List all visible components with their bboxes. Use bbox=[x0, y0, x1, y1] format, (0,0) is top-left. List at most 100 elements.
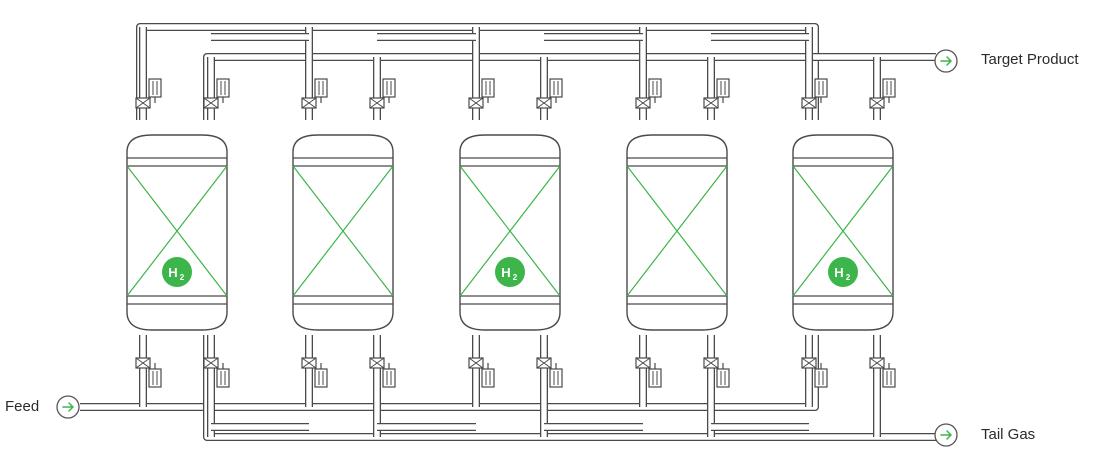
target-product-arrow-icon bbox=[934, 49, 958, 73]
valve-mark-b bbox=[369, 357, 385, 369]
valve-mark-b bbox=[203, 97, 219, 109]
bottom-header-feed-inner bbox=[80, 335, 818, 410]
h2-badge-circle bbox=[828, 257, 858, 287]
feed-label: Feed bbox=[5, 398, 40, 415]
packing-cross-b bbox=[459, 165, 561, 297]
valve-bottom-b-5 bbox=[869, 357, 896, 388]
valve-mark-b bbox=[536, 357, 552, 369]
valve-mark-b bbox=[369, 97, 385, 109]
valve-mark-b bbox=[869, 97, 885, 109]
valves bbox=[135, 78, 896, 388]
valve-actuator bbox=[148, 368, 162, 388]
packing-cross-b bbox=[126, 165, 228, 297]
valve-mark-b bbox=[468, 357, 484, 369]
valve-mark-b bbox=[301, 357, 317, 369]
target-product-label: Target Product bbox=[981, 51, 1079, 68]
valve-bottom-a-4 bbox=[635, 357, 662, 388]
valve-mark-b bbox=[801, 97, 817, 109]
valve-actuator bbox=[216, 368, 230, 388]
valve-mark-b bbox=[703, 97, 719, 109]
valve-bottom-b-2 bbox=[369, 357, 396, 388]
valve-bottom-a-1 bbox=[135, 357, 162, 388]
valve-bottom-a-3 bbox=[468, 357, 495, 388]
vessel-shell bbox=[626, 134, 728, 331]
feed-arrow-icon bbox=[56, 395, 80, 419]
valve-mark-b bbox=[135, 97, 151, 109]
h2-badge-subscript: 2 bbox=[180, 273, 185, 282]
valve-actuator bbox=[814, 368, 828, 388]
valve-actuator bbox=[882, 78, 896, 98]
valve-mark-b bbox=[869, 357, 885, 369]
valve-top-b-2 bbox=[369, 78, 396, 109]
valve-top-b-4 bbox=[703, 78, 730, 109]
packing-cross-b bbox=[792, 165, 894, 297]
valve-actuator bbox=[382, 78, 396, 98]
tail-gas-arrow-icon bbox=[934, 423, 958, 447]
tail-gas-label: Tail Gas bbox=[981, 426, 1036, 443]
h2-badge-text: H bbox=[168, 265, 177, 280]
vessel-shell bbox=[126, 134, 228, 331]
stream-arrows bbox=[56, 49, 958, 447]
valve-actuator bbox=[549, 78, 563, 98]
vessel-shell bbox=[292, 134, 394, 331]
valve-actuator bbox=[648, 78, 662, 98]
valve-actuator bbox=[148, 78, 162, 98]
valve-actuator bbox=[216, 78, 230, 98]
valve-mark-b bbox=[135, 357, 151, 369]
packing-cross-b bbox=[292, 165, 394, 297]
valve-mark-b bbox=[468, 97, 484, 109]
h2-badge-subscript: 2 bbox=[513, 273, 518, 282]
valve-actuator bbox=[648, 368, 662, 388]
vessel-shell bbox=[459, 134, 561, 331]
valve-actuator bbox=[882, 368, 896, 388]
bottom-header-feed bbox=[80, 335, 819, 411]
tail-gas-arrow-icon-glyph bbox=[940, 430, 952, 440]
packing-cross-b bbox=[626, 165, 728, 297]
valve-top-a-1 bbox=[135, 78, 162, 109]
valve-mark-b bbox=[703, 357, 719, 369]
valve-mark-b bbox=[635, 357, 651, 369]
valve-bottom-b-4 bbox=[703, 357, 730, 388]
vessel-shell bbox=[792, 134, 894, 331]
valve-actuator bbox=[481, 368, 495, 388]
valve-actuator bbox=[716, 78, 730, 98]
valve-top-b-3 bbox=[536, 78, 563, 109]
valve-bottom-b-1 bbox=[203, 357, 230, 388]
h2-badge-text: H bbox=[834, 265, 843, 280]
valve-top-a-5 bbox=[801, 78, 828, 109]
valve-mark-b bbox=[203, 357, 219, 369]
valve-bottom-a-2 bbox=[301, 357, 328, 388]
valve-actuator bbox=[382, 368, 396, 388]
valve-mark-b bbox=[301, 97, 317, 109]
valve-bottom-b-3 bbox=[536, 357, 563, 388]
feed-arrow-icon-glyph bbox=[62, 402, 74, 412]
adsorber-vessel-4 bbox=[626, 134, 728, 331]
valve-top-a-4 bbox=[635, 78, 662, 109]
valve-actuator bbox=[481, 78, 495, 98]
valve-top-a-2 bbox=[301, 78, 328, 109]
adsorber-vessel-2 bbox=[292, 134, 394, 331]
h2-badge-circle bbox=[162, 257, 192, 287]
valve-actuator bbox=[814, 78, 828, 98]
h2-badge-circle bbox=[495, 257, 525, 287]
valve-actuator bbox=[716, 368, 730, 388]
valve-top-a-3 bbox=[468, 78, 495, 109]
valve-actuator bbox=[314, 368, 328, 388]
h2-badge-text: H bbox=[501, 265, 510, 280]
valve-bottom-a-5 bbox=[801, 357, 828, 388]
target-product-arrow-icon-glyph bbox=[940, 56, 952, 66]
valve-actuator bbox=[549, 368, 563, 388]
h2-badge-subscript: 2 bbox=[846, 273, 851, 282]
valve-top-b-5 bbox=[869, 78, 896, 109]
valve-mark-b bbox=[801, 357, 817, 369]
valve-mark-b bbox=[635, 97, 651, 109]
valve-top-b-1 bbox=[203, 78, 230, 109]
